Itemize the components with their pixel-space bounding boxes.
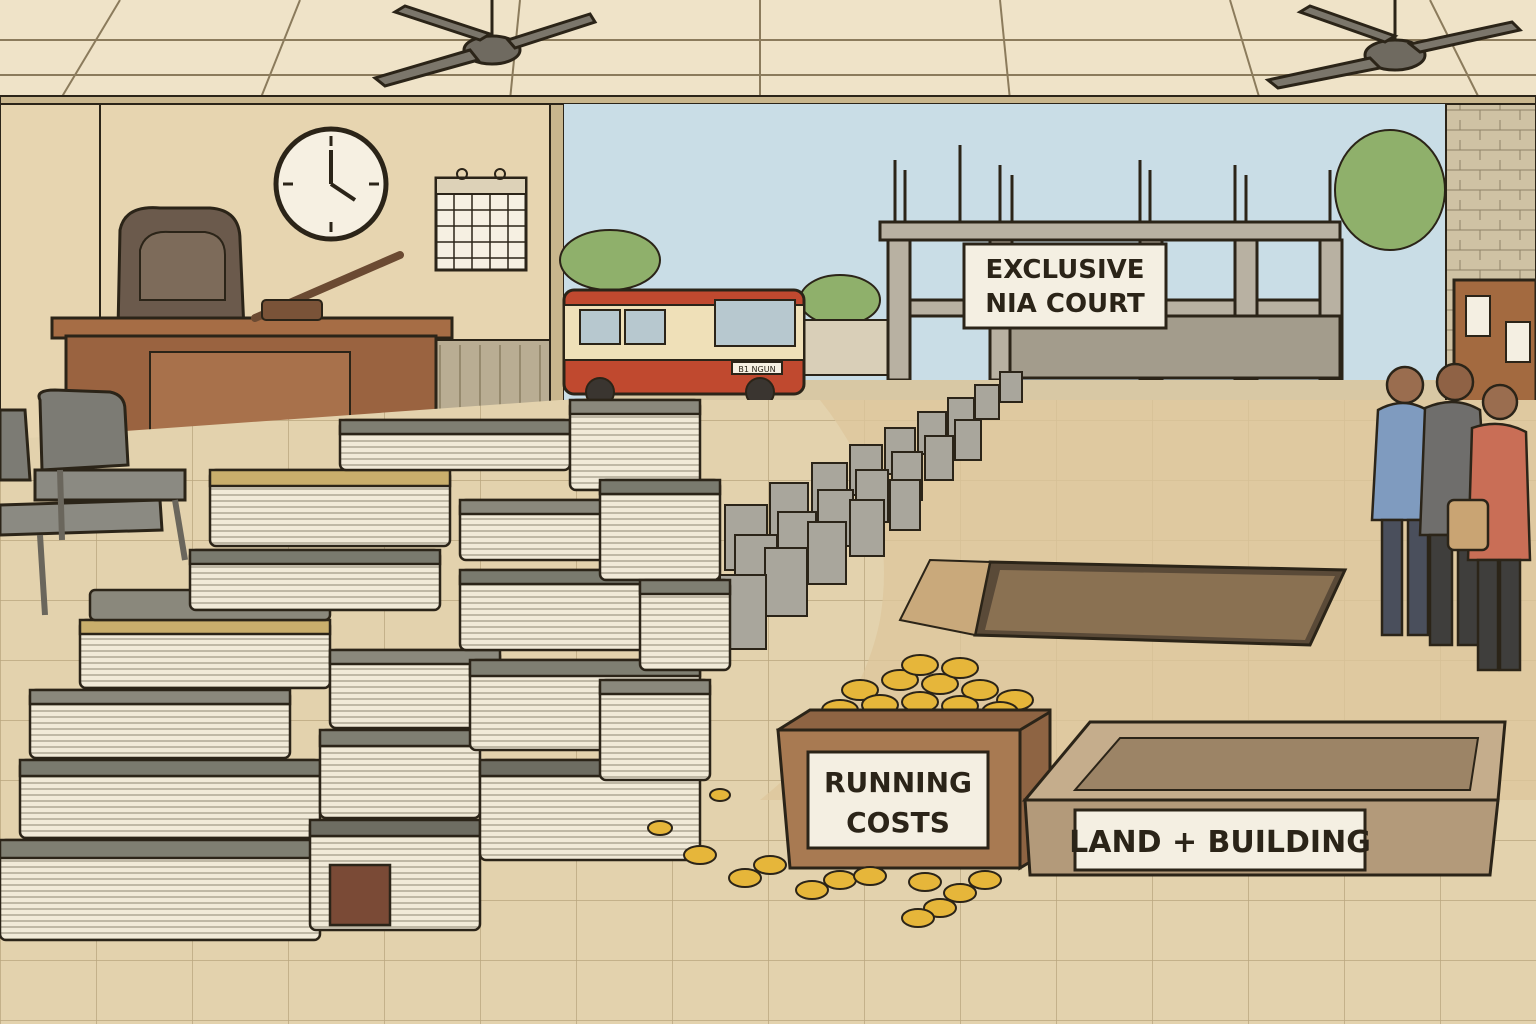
- exclusive-nia-court-sign: EXCLUSIVE NIA COURT: [962, 242, 1168, 330]
- ceiling: [0, 0, 1536, 105]
- running-costs-line2: COSTS: [846, 806, 950, 839]
- calendar-icon: [434, 168, 528, 272]
- court-sign-line1: EXCLUSIVE: [986, 255, 1145, 285]
- running-costs-box: RUNNING COSTS: [776, 654, 1052, 871]
- ceiling-fan-icon: [371, 0, 598, 88]
- bus: B1 NGUN: [562, 288, 806, 407]
- wall-clock-icon: [273, 126, 389, 242]
- land-building-label: LAND + BUILDING: [1069, 825, 1371, 860]
- coin-pile: [821, 654, 1034, 723]
- gavel-icon: [251, 251, 404, 322]
- bus-plate: B1 NGUN: [738, 365, 775, 374]
- court-sign-line2: NIA COURT: [985, 289, 1145, 319]
- running-costs-line1: RUNNING: [824, 766, 972, 799]
- excavation-pit: [898, 558, 1348, 647]
- case-files-stack: [0, 398, 732, 942]
- scattered-coins: [647, 788, 1002, 928]
- ceiling-fan-icon: [1264, 0, 1523, 90]
- judge-chair: [116, 206, 246, 332]
- land-building-box: LAND + BUILDING: [1021, 720, 1507, 877]
- visitors-group: [1370, 362, 1532, 672]
- lounge-chairs: [0, 388, 188, 616]
